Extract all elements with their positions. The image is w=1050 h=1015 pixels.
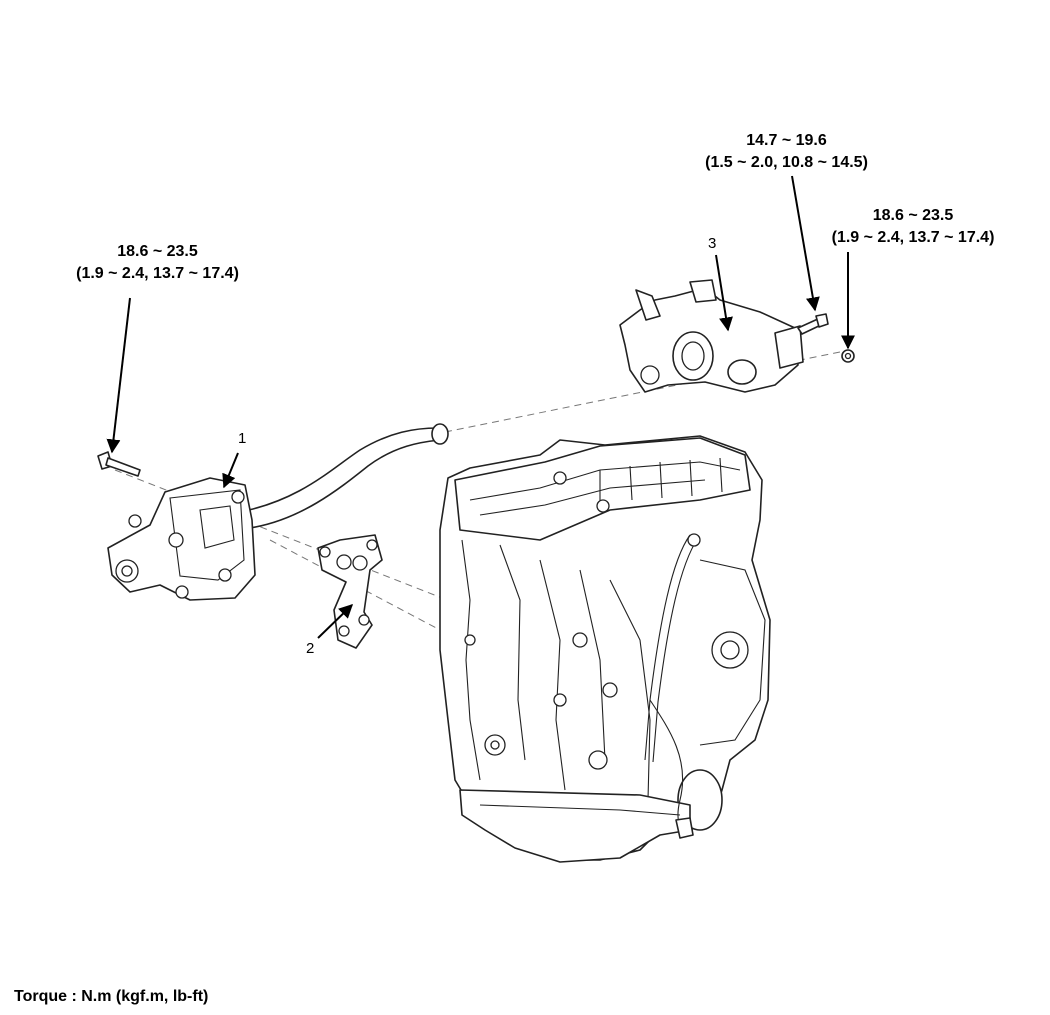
leader-water-pump-bolt (106, 297, 131, 454)
water-pump (107, 477, 256, 601)
gasket (317, 534, 383, 649)
leader-part-2 (317, 604, 354, 639)
water-pump-bolt-torque-alt: (1.9 ~ 2.4, 13.7 ~ 17.4) (76, 265, 239, 282)
water-pump-bolt-torque: 18.6 ~ 23.5 (1.9 ~ 2.4, 13.7 ~ 17.4) (55, 241, 260, 285)
thermostat-nut-torque: 18.6 ~ 23.5 (1.9 ~ 2.4, 13.7 ~ 17.4) (813, 205, 1013, 249)
thermostat-nut-torque-alt: (1.9 ~ 2.4, 13.7 ~ 17.4) (831, 229, 995, 246)
engine-block (439, 435, 771, 863)
coolant-pipe (239, 423, 449, 529)
part-number-3: 3 (708, 235, 717, 252)
thermostat-bolt (797, 313, 829, 335)
leader-part-3 (715, 254, 733, 332)
water-pump-bolt (97, 451, 141, 477)
part-number-1: 1 (238, 430, 247, 447)
water-pump-bolt-torque-value: 18.6 ~ 23.5 (117, 243, 198, 260)
thermostat-bolt-torque-value: 14.7 ~ 19.6 (746, 132, 827, 149)
thermostat-bolt-torque-alt: (1.5 ~ 2.0, 10.8 ~ 14.5) (705, 154, 868, 171)
thermostat-housing (619, 279, 804, 393)
leader-thermostat-bolt (791, 175, 820, 312)
torque-units-note: Torque : N.m (kgf.m, lb-ft) (14, 988, 209, 1005)
leader-part-1 (222, 452, 239, 489)
thermostat-nut (841, 349, 855, 363)
thermostat-nut-torque-value: 18.6 ~ 23.5 (872, 207, 954, 224)
part-number-2: 2 (306, 640, 315, 657)
thermostat-bolt-torque: 14.7 ~ 19.6 (1.5 ~ 2.0, 10.8 ~ 14.5) (684, 130, 889, 174)
